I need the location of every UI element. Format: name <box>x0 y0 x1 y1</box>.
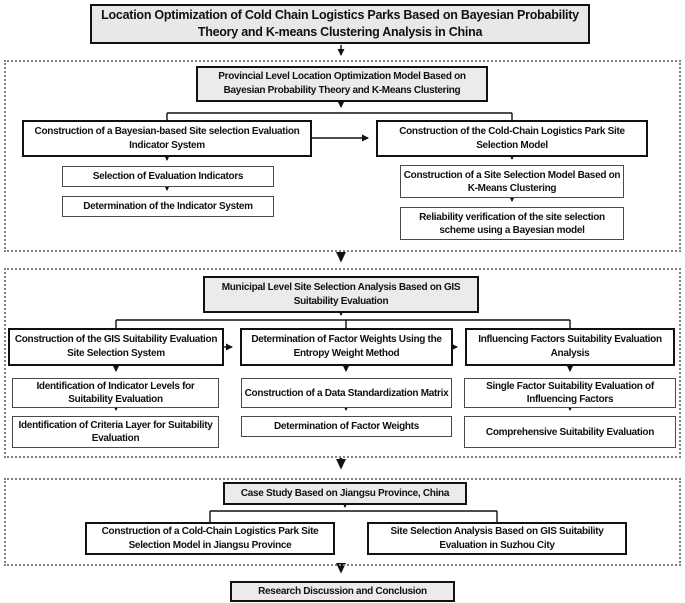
indicator-levels-box: Identification of Indicator Levels for S… <box>12 378 219 408</box>
selection-indicators-box: Selection of Evaluation Indicators <box>62 166 274 187</box>
influencing-factors-box: Influencing Factors Suitability Evaluati… <box>465 328 675 366</box>
provincial-header-box: Provincial Level Location Optimization M… <box>196 66 488 102</box>
section-municipal <box>4 268 681 458</box>
municipal-header-box: Municipal Level Site Selection Analysis … <box>203 276 479 313</box>
comprehensive-suitability-box: Comprehensive Suitability Evaluation <box>464 416 676 448</box>
determination-indicator-system-box: Determination of the Indicator System <box>62 196 274 217</box>
kmeans-model-box: Construction of a Site Selection Model B… <box>400 165 624 198</box>
reliability-verification-box: Reliability verification of the site sel… <box>400 207 624 240</box>
suzhou-analysis-box: Site Selection Analysis Based on GIS Sui… <box>367 522 627 555</box>
gis-system-box: Construction of the GIS Suitability Eval… <box>8 328 224 366</box>
diagram-title: Location Optimization of Cold Chain Logi… <box>90 4 590 44</box>
case-study-header-box: Case Study Based on Jiangsu Province, Ch… <box>223 482 467 505</box>
section-provincial <box>4 60 681 252</box>
bayesian-indicator-system-box: Construction of a Bayesian-based Site se… <box>22 120 312 157</box>
jiangsu-model-box: Construction of a Cold-Chain Logistics P… <box>85 522 335 555</box>
single-factor-evaluation-box: Single Factor Suitability Evaluation of … <box>464 378 676 408</box>
factor-weights-box: Determination of Factor Weights <box>241 416 452 437</box>
standardization-matrix-box: Construction of a Data Standardization M… <box>241 378 452 408</box>
section-case-study <box>4 478 681 566</box>
criteria-layer-box: Identification of Criteria Layer for Sui… <box>12 416 219 448</box>
entropy-weight-box: Determination of Factor Weights Using th… <box>240 328 453 366</box>
conclusion-box: Research Discussion and Conclusion <box>230 581 455 602</box>
logistics-park-model-box: Construction of the Cold-Chain Logistics… <box>376 120 648 157</box>
